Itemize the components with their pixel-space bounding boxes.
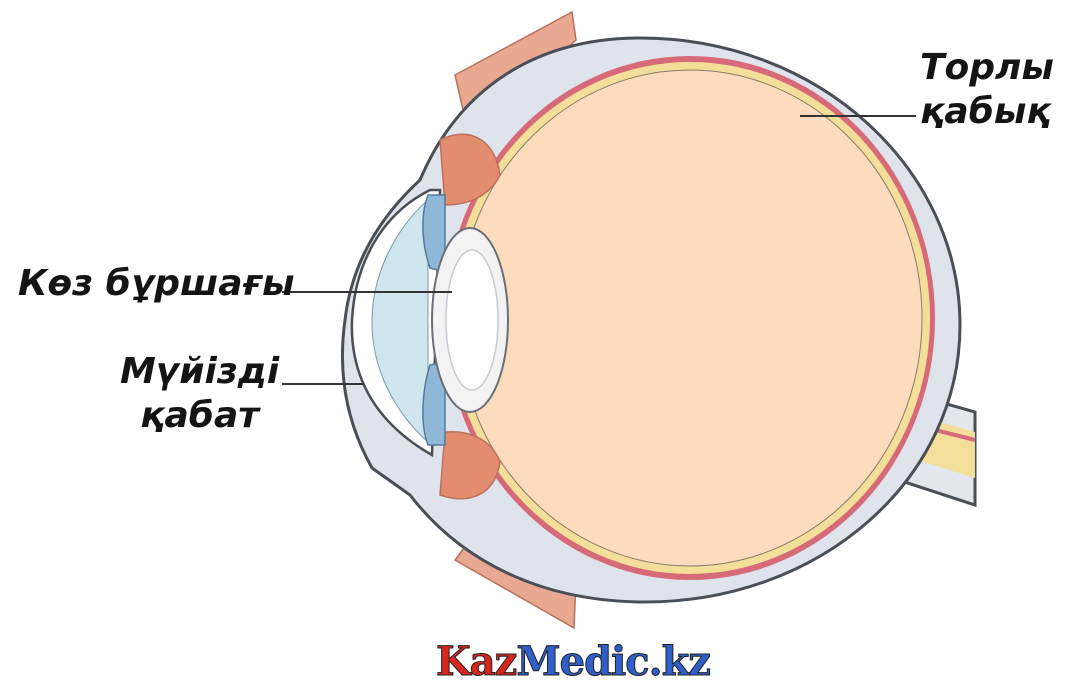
lens-label: Көз бұршағы bbox=[18, 262, 295, 306]
kazmedic-watermark: KazMedic.kz bbox=[436, 638, 710, 685]
watermark-part-2: Medic.kz bbox=[516, 638, 710, 685]
cornea-label: Мүйізді қабат bbox=[120, 350, 279, 438]
watermark-part-1: Kaz bbox=[436, 638, 516, 685]
retina-label: Торлы қабық bbox=[920, 46, 1054, 134]
cornea-label-line-1: Мүйізді bbox=[120, 350, 279, 394]
lens-label-text: Көз бұршағы bbox=[18, 262, 295, 306]
cornea-label-line-2: қабат bbox=[120, 394, 279, 438]
retina-label-line-1: Торлы bbox=[920, 46, 1054, 90]
lens-nucleus bbox=[446, 250, 498, 390]
vitreous-body bbox=[458, 70, 922, 566]
retina-label-line-2: қабық bbox=[920, 90, 1054, 134]
